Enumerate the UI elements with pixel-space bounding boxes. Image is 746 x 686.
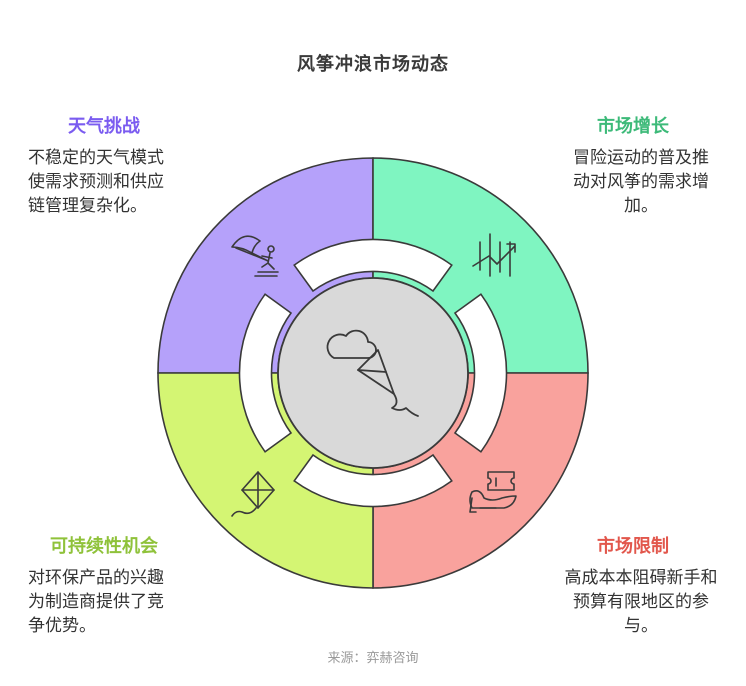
text-line: 使需求预测和供应 (28, 172, 164, 192)
heading-sustainability-opportunity: 可持续性机会 (50, 536, 158, 557)
kitesurfer-icon (231, 235, 279, 277)
text-line: 加。 (624, 196, 658, 216)
source-note: 来源：弈赫咨询 (327, 651, 419, 666)
kite-icon (231, 471, 275, 517)
heading-market-growth: 市场增长 (597, 116, 669, 137)
text-line: 预算有限地区的参 (573, 592, 709, 612)
text-line: 链管理复杂化。 (28, 196, 147, 216)
text-market-limits: 高成本本阻碍新手和 预算有限地区的参 与。 (556, 566, 726, 638)
text-sustainability-opportunity: 对环保产品的兴趣 为制造商提供了竞 争优势。 (28, 566, 198, 638)
text-line: 动对风筝的需求增 (573, 172, 709, 192)
heading-weather-challenge: 天气挑战 (68, 116, 140, 137)
text-line: 冒险运动的普及推 (573, 148, 709, 168)
text-line: 争优势。 (28, 616, 96, 636)
heading-market-limits: 市场限制 (597, 536, 669, 557)
ticket-wave-icon (469, 471, 517, 513)
text-line: 对环保产品的兴趣 (28, 568, 164, 588)
text-line: 不稳定的天气模式 (28, 148, 164, 168)
text-line: 高成本本阻碍新手和 (564, 568, 718, 588)
inner-ring (238, 238, 508, 508)
text-line: 与。 (624, 616, 658, 636)
text-market-growth: 冒险运动的普及推 动对风筝的需求增 加。 (556, 146, 726, 218)
text-line: 为制造商提供了竞 (28, 592, 164, 612)
center-circle (277, 277, 469, 469)
page-title: 风筝冲浪市场动态 (297, 54, 449, 75)
growth-chart-icon (472, 233, 516, 277)
text-weather-challenge: 不稳定的天气模式 使需求预测和供应 链管理复杂化。 (28, 146, 198, 218)
cloud-kite-icon (326, 329, 419, 417)
